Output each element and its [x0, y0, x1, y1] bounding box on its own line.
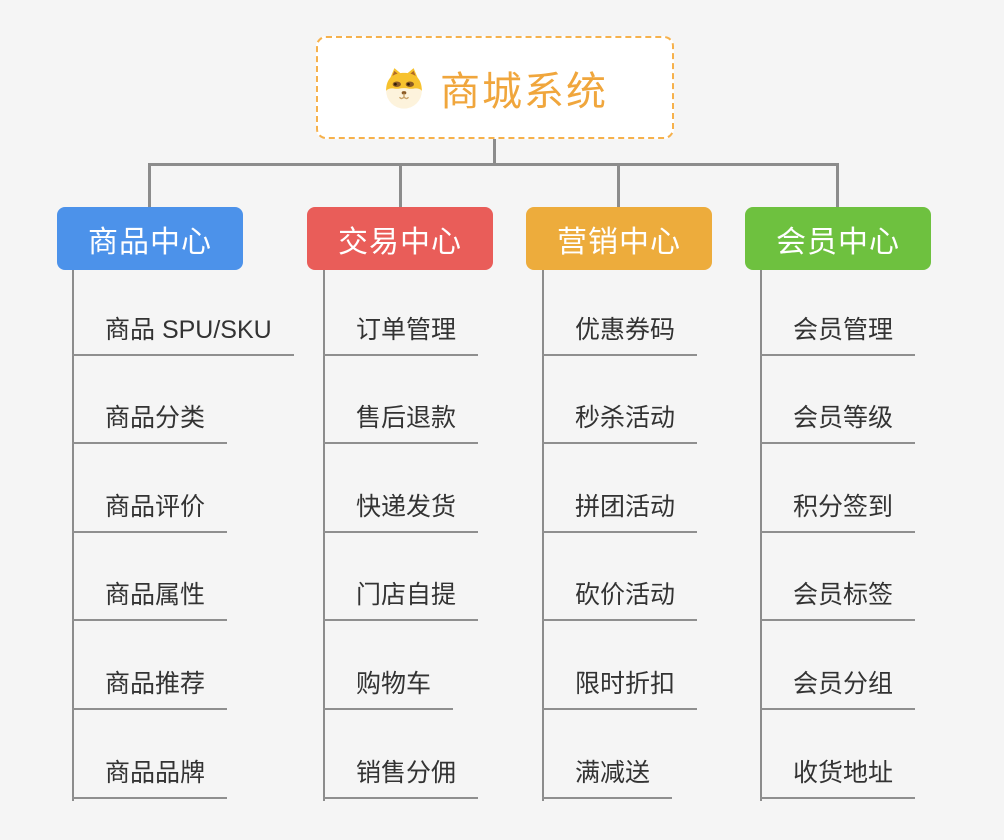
branch-trunk-marketing [542, 270, 544, 801]
branch-node-product-center[interactable]: 商品中心 [57, 207, 243, 270]
leaf-node[interactable]: 商品属性 [72, 577, 228, 621]
leaf-node[interactable]: 商品评价 [72, 489, 228, 533]
branch-node-trade-center[interactable]: 交易中心 [307, 207, 493, 270]
leaf-node[interactable]: 收货地址 [760, 755, 916, 799]
leaf-node[interactable]: 拼团活动 [542, 489, 698, 533]
branch-trunk-members [760, 270, 762, 801]
leaf-node[interactable]: 商品分类 [72, 400, 228, 444]
branch-trunk-trade [323, 270, 325, 801]
root-node-mall-system[interactable]: 商城系统 [316, 36, 674, 139]
leaf-node[interactable]: 订单管理 [323, 312, 479, 356]
doge-icon [386, 67, 422, 109]
leaf-node[interactable]: 快递发货 [323, 489, 479, 533]
leaf-node[interactable]: 会员分组 [760, 666, 916, 710]
leaf-node[interactable]: 商品 SPU/SKU [72, 312, 294, 356]
leaf-node[interactable]: 商品推荐 [72, 666, 228, 710]
connector-drop-products [148, 163, 151, 207]
connector-horizontal-spine [148, 163, 839, 166]
leaf-node[interactable]: 满减送 [542, 755, 673, 799]
leaf-node[interactable]: 销售分佣 [323, 755, 479, 799]
leaf-node[interactable]: 购物车 [323, 666, 454, 710]
branch-node-marketing-center[interactable]: 营销中心 [526, 207, 712, 270]
leaf-node[interactable]: 售后退款 [323, 400, 479, 444]
connector-root-stub [493, 139, 496, 166]
leaf-node[interactable]: 秒杀活动 [542, 400, 698, 444]
connector-drop-members [836, 163, 839, 207]
leaf-node[interactable]: 砍价活动 [542, 577, 698, 621]
connector-drop-marketing [617, 163, 620, 207]
branch-trunk-products [72, 270, 74, 801]
leaf-node[interactable]: 会员等级 [760, 400, 916, 444]
branch-node-member-center[interactable]: 会员中心 [745, 207, 931, 270]
leaf-node[interactable]: 优惠券码 [542, 312, 698, 356]
leaf-node[interactable]: 商品品牌 [72, 755, 228, 799]
connector-drop-trade [399, 163, 402, 207]
leaf-node[interactable]: 门店自提 [323, 577, 479, 621]
root-node-title: 商城系统 [440, 69, 608, 114]
leaf-node[interactable]: 限时折扣 [542, 666, 698, 710]
leaf-node[interactable]: 积分签到 [760, 489, 916, 533]
leaf-node[interactable]: 会员管理 [760, 312, 916, 356]
leaf-node[interactable]: 会员标签 [760, 577, 916, 621]
